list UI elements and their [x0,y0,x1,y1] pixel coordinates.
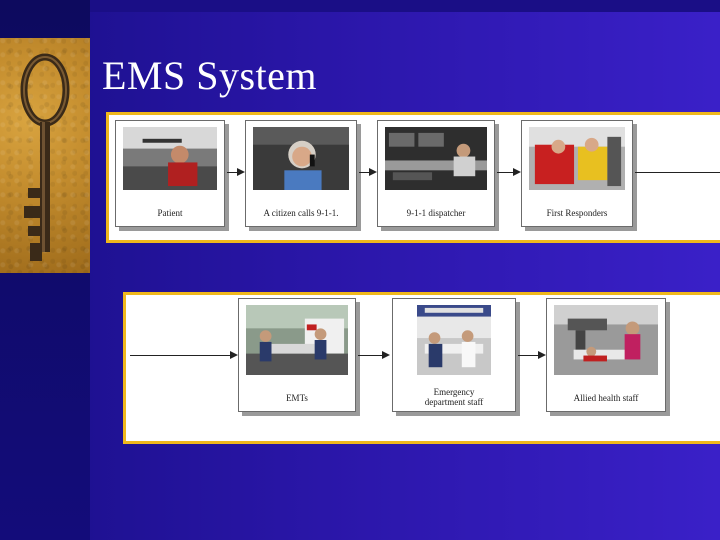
dispatcher-image [385,127,487,190]
citizen-image [253,127,349,190]
flow-card-patient: Patient [115,120,225,227]
flow-arrow-out [635,172,720,173]
flow-arrow [358,355,386,356]
patient-image [123,127,217,190]
flow-arrow-head [369,168,377,176]
flow-caption: First Responders [546,208,608,218]
flow-arrow-in [130,355,230,356]
emergency-department-photo [417,305,491,375]
flow-card-emergency-department: Emergency department staff [392,298,516,412]
flow-arrow-head [513,168,521,176]
flow-arrow-head [230,351,238,359]
flow-arrow-head [538,351,546,359]
flow-card-dispatcher: 9-1-1 dispatcher [377,120,495,227]
allied-health-image [554,305,658,375]
flow-card-allied-health: Allied health staff [546,298,666,412]
flow-arrow-head [237,168,245,176]
flow-card-emts: EMTs [238,298,356,412]
emergency-department-image [417,305,491,375]
emts-image [246,305,348,375]
flow-caption: 9-1-1 dispatcher [406,208,466,218]
flow-arrow-head [382,351,390,359]
flow-panel-top: Patient A citizen calls 9-1-1. [106,112,720,243]
flow-arrow [518,355,542,356]
flow-card-citizen-call: A citizen calls 9-1-1. [245,120,357,227]
top-strip [90,0,720,12]
key-image [0,38,90,273]
key-icon [20,53,70,261]
flow-caption: A citizen calls 9-1-1. [263,208,339,218]
emts-photo [246,305,348,375]
flow-caption: EMTs [286,393,308,403]
citizen-photo [253,127,349,190]
dispatcher-photo [385,127,487,190]
flow-panel-bottom: EMTs Emergency department staff [123,292,720,444]
patient-photo [123,127,217,190]
flow-caption: Allied health staff [573,393,639,403]
first-responders-photo [529,127,625,190]
flow-caption: Patient [157,208,183,218]
flow-caption: Emergency department staff [424,387,484,407]
flow-arrow [497,172,517,173]
flow-card-first-responders: First Responders [521,120,633,227]
slide-title: EMS System [102,53,318,98]
first-responders-image [529,127,625,190]
allied-health-photo [554,305,658,375]
flow-arrow [227,172,241,173]
flow-arrow [359,172,373,173]
